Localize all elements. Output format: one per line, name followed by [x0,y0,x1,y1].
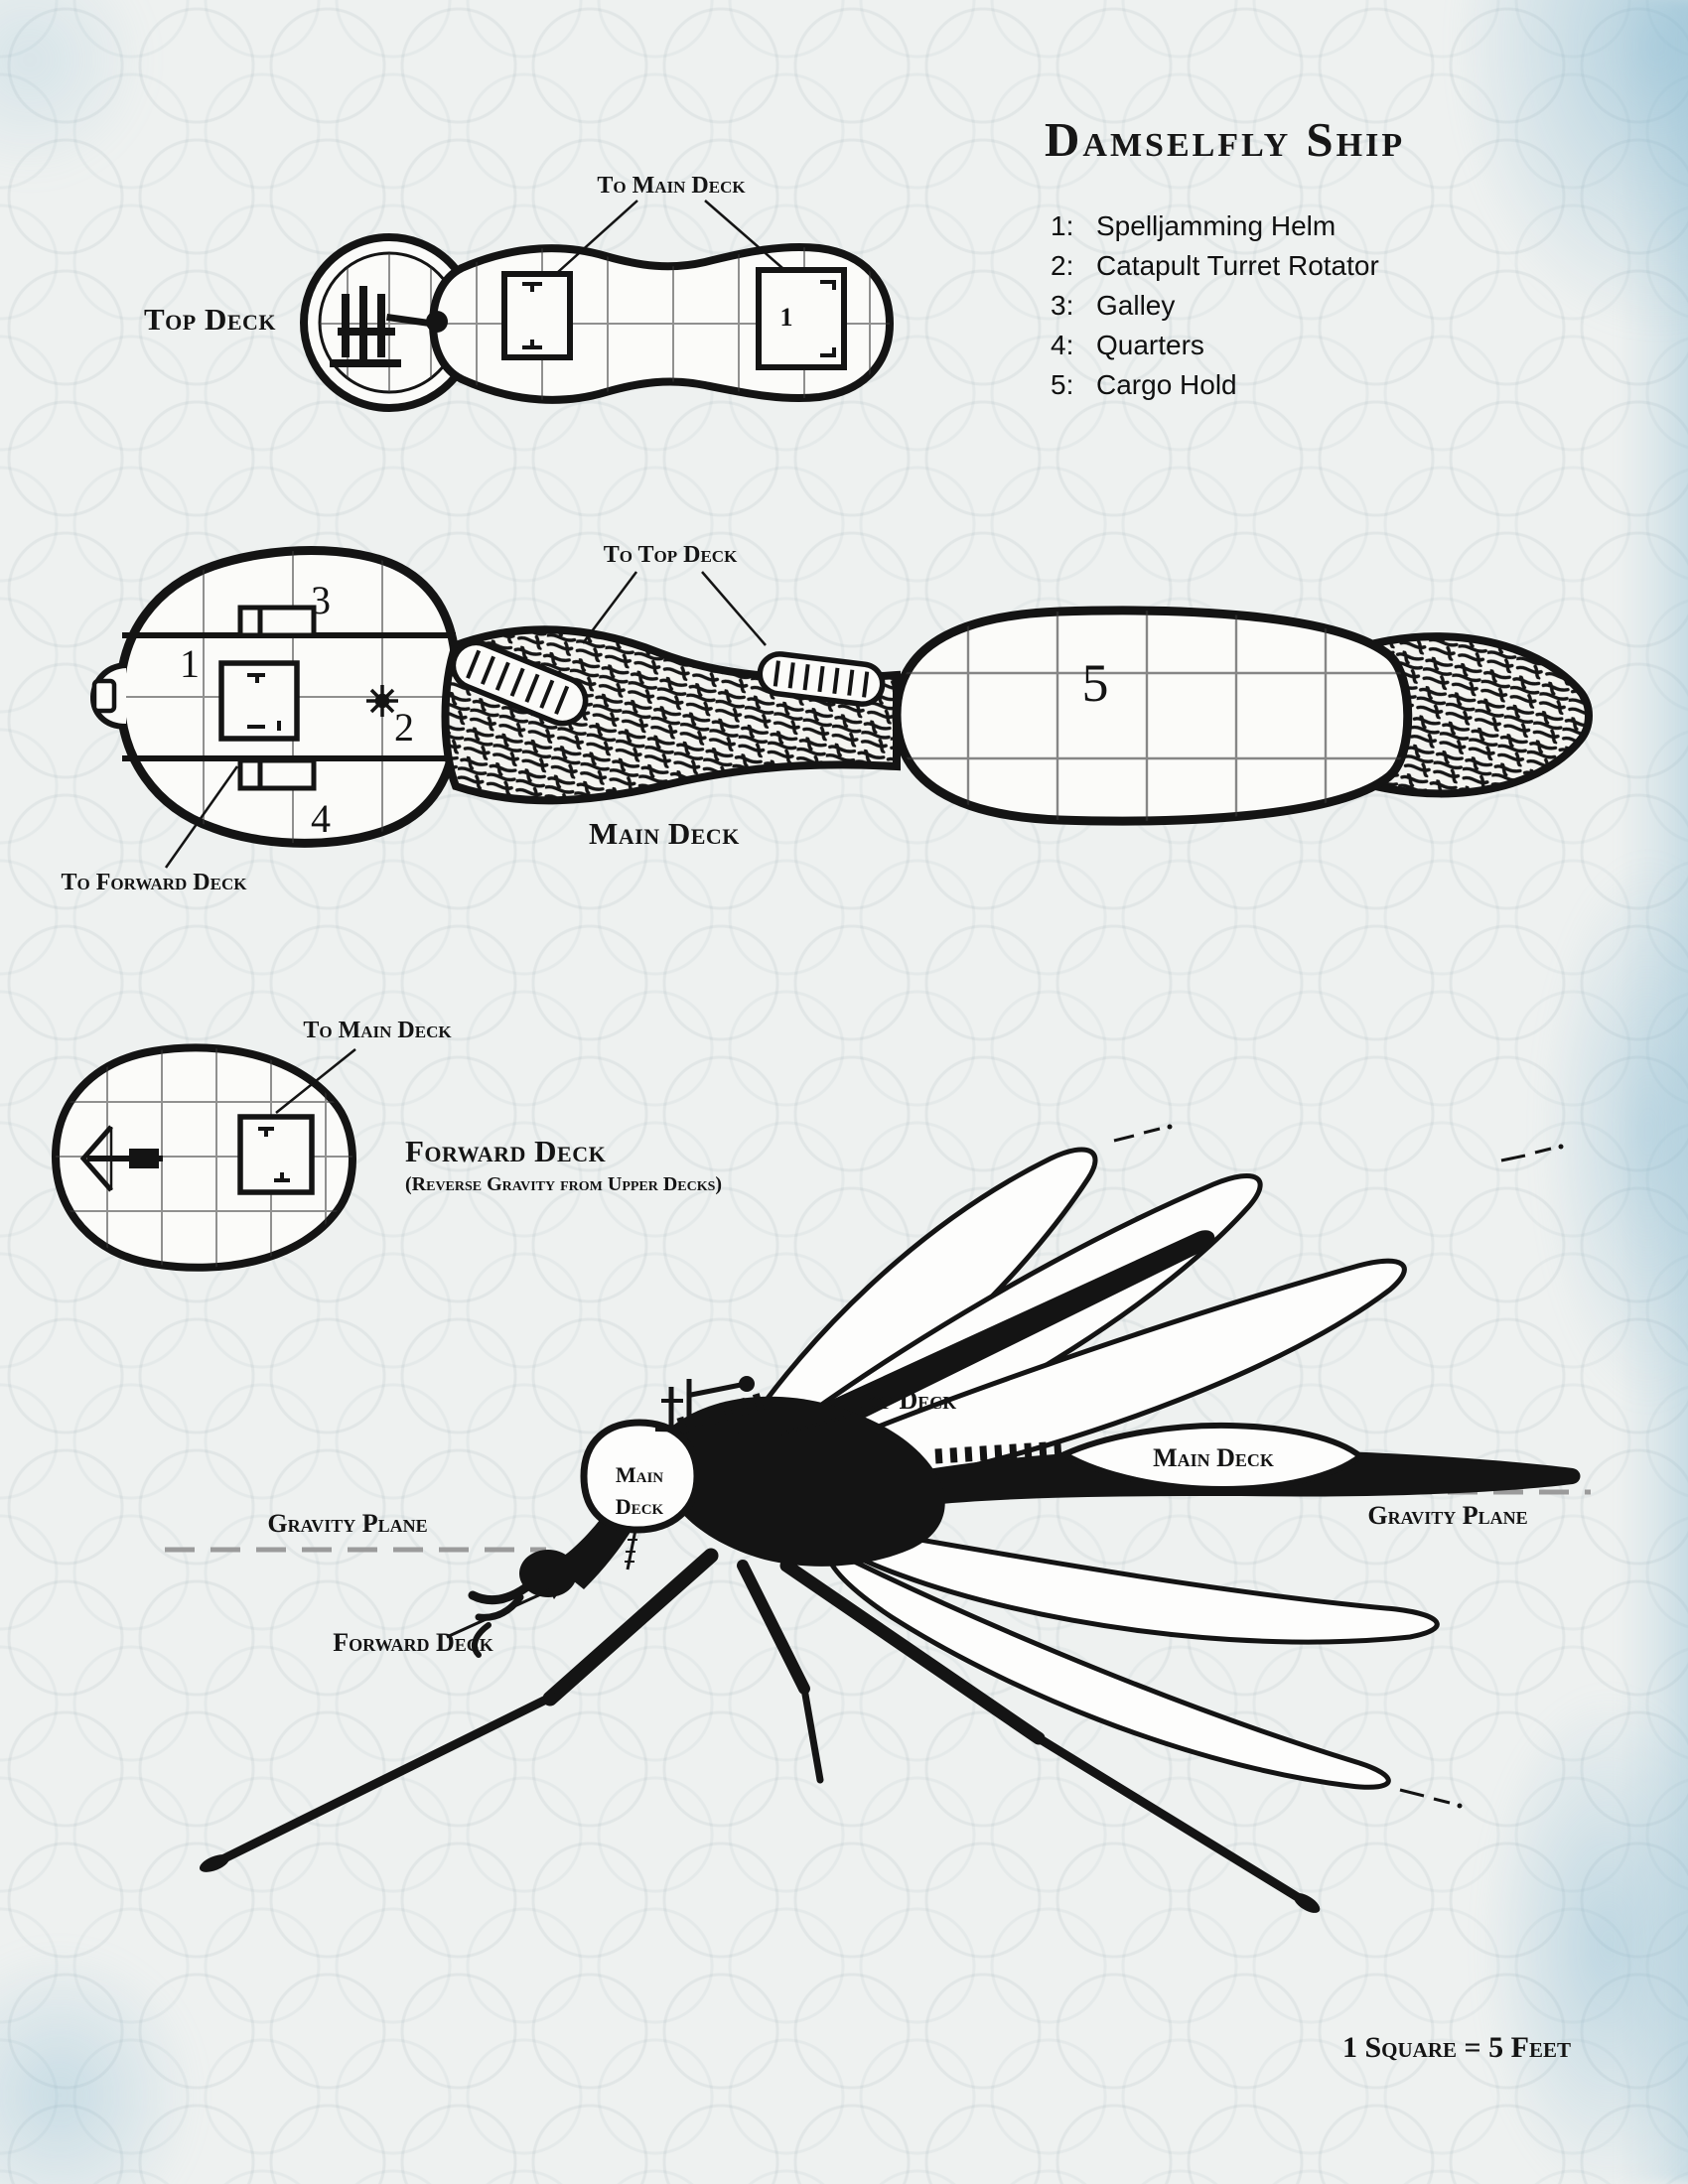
to-main-deck-label: To Main Deck [597,173,746,199]
main-deck-plan: 3 1 2 4 [62,542,1593,895]
main-deck-side-label: Main Deck [1153,1443,1274,1472]
cargo-hold-hull [892,606,1413,826]
legend-number: 5: [1051,369,1074,400]
room-number-1-top: 1 [780,303,793,332]
forward-deck-side-label: Forward Deck [333,1628,493,1657]
lower-wing-2 [823,1543,1391,1790]
catapult-icon [330,286,448,367]
leader-forward-deck-side [446,1585,557,1639]
legend-item-4: 4: Quarters [1051,326,1379,365]
room-number-galley: 3 [311,578,331,622]
helm-seat-icon [91,678,117,714]
room-number-quarters: 4 [311,796,331,841]
helm-room-top [756,267,847,370]
hatch-room-ticks [258,1127,290,1182]
room-number-cargo: 5 [1082,653,1109,713]
legend-number: 2: [1051,250,1074,281]
thorax-silhouette [662,1396,945,1567]
hatch-to-main-deck [501,271,573,360]
legend-label: Catapult Turret Rotator [1096,250,1379,281]
leader-to-top-deck-left [582,571,637,644]
leader-line-right [704,200,783,269]
forward-deck-plan: To Main Deck [51,1018,452,1272]
ballista-icon [79,1125,163,1192]
leader-to-top-deck-right [701,571,767,646]
legend-label: Spelljamming Helm [1096,210,1336,241]
turret-rotator-icon [366,685,398,717]
gravity-plane-label-left: Gravity Plane [267,1509,427,1538]
mast-ladder [625,1529,637,1570]
top-deck-title: Top Deck [144,302,277,337]
to-main-deck-label-forward: To Main Deck [303,1018,452,1043]
raised-foreleg [761,1230,1215,1456]
deck-teeth-abdomen [934,1440,1063,1464]
leader-to-main-deck [275,1048,356,1114]
helm-room-marks [247,673,281,731]
legend-number: 1: [1051,210,1074,241]
legend-item-2: 2: Catapult Turret Rotator [1051,246,1379,286]
top-deck-plan: 1 To Main Deck [300,173,895,412]
forward-deck-gravity-note: (Reverse Gravity from Upper Decks) [405,1173,723,1195]
leader-top-deck-side [777,1413,855,1436]
hatch-ladder-ticks [522,282,542,349]
legend-label: Cargo Hold [1096,369,1237,400]
bed-icons [237,605,317,791]
cargo-grid [897,610,1408,822]
legend-item-3: 3: Galley [1051,286,1379,326]
forward-deck-title: Forward Deck [405,1134,607,1168]
leader-to-forward-deck [164,765,239,869]
lower-wing-1 [812,1518,1440,1645]
to-forward-deck-label: To Forward Deck [62,870,248,895]
legend-number: 3: [1051,290,1074,321]
leader-arrowhead [546,1582,566,1599]
catapult-side-icon [654,1376,755,1433]
legend-item-1: 1: Spelljamming Helm [1051,206,1379,246]
legend-number: 4: [1051,330,1074,360]
main-deck-word2: Deck [616,1494,664,1519]
top-deck-side-label: Top Deck [851,1386,957,1415]
fore-hull-side [580,1419,701,1534]
ladder-hatch-to-top-deck-2 [757,651,886,707]
main-deck-word1: Main [616,1462,663,1487]
gravity-plane-label-right: Gravity Plane [1367,1501,1527,1530]
main-deck-title: Main Deck [589,816,740,851]
room-number-rotator: 2 [394,705,414,750]
aft-main-deck-lens [1057,1422,1365,1493]
to-top-deck-label: To Top Deck [604,542,738,568]
helm-room-ticks [820,280,836,357]
ladder-hatch-to-top-deck-1 [450,639,589,727]
page-title: Damselfly Ship [1045,112,1406,167]
legend-item-5: 5: Cargo Hold [1051,365,1379,405]
legs [199,1548,1321,1913]
scale-note: 1 Square = 5 Feet [1342,2031,1571,2064]
leader-line-left [557,200,638,273]
wing-tip-dashes [1113,1124,1564,1809]
damselfly-side-view: Main Deck Main Deck Top Deck Gravity Pla… [165,1124,1591,1913]
legend-label: Galley [1096,290,1176,321]
legend-label: Quarters [1096,330,1204,360]
room-number-helm: 1 [180,641,200,686]
legend: 1: Spelljamming Helm 2: Catapult Turret … [1051,206,1379,405]
